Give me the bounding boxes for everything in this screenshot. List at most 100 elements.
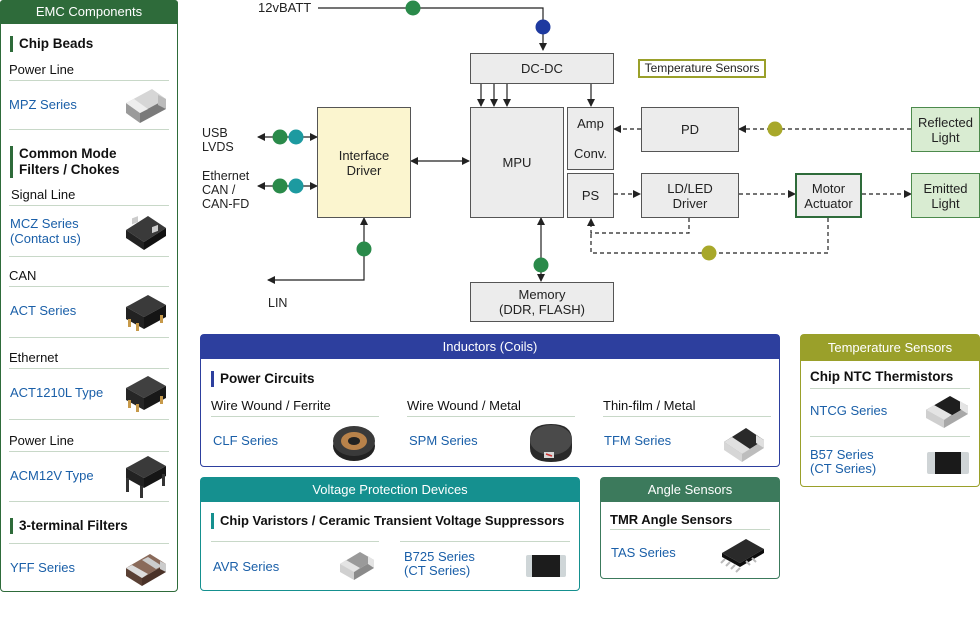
divider xyxy=(9,80,169,81)
divider xyxy=(9,419,169,420)
link-line[interactable]: B57 Series xyxy=(810,447,874,462)
divider xyxy=(9,256,169,257)
box-text: Light xyxy=(931,195,960,211)
box-text: Driver xyxy=(346,162,382,178)
divider xyxy=(9,286,169,287)
divider xyxy=(603,416,771,417)
box-dc-dc: DC-DC xyxy=(470,53,614,84)
section-chip-beads: Chip Beads xyxy=(10,36,93,52)
link-line[interactable]: B725 Series xyxy=(404,549,475,564)
divider xyxy=(9,543,169,544)
sensor-dot xyxy=(767,121,783,137)
filter-dot xyxy=(533,257,549,273)
link-clf-series[interactable]: CLF Series xyxy=(213,433,279,448)
divider xyxy=(400,541,570,542)
box-ld-led-driver: LD/LED Driver xyxy=(641,173,739,218)
link-line[interactable]: MCZ Series xyxy=(10,216,79,231)
link-b725-series[interactable]: B725 Series (CT Series) xyxy=(404,550,475,578)
label-12vbatt: 12vBATT xyxy=(258,0,312,15)
link-avr-series[interactable]: AVR Series xyxy=(213,559,280,574)
thin-film-inductor-icon xyxy=(724,428,764,462)
label-can-fd: CAN-FD xyxy=(202,197,250,211)
link-yff-series[interactable]: YFF Series xyxy=(10,560,76,575)
divider xyxy=(810,436,970,437)
section-chip-varistors: Chip Varistors / Ceramic Transient Volta… xyxy=(211,513,564,529)
divider xyxy=(810,388,970,389)
link-acm12v-type[interactable]: ACM12V Type xyxy=(10,468,94,483)
box-interface-driver: Interface Driver xyxy=(317,107,411,218)
common-mode-choke-icon xyxy=(126,456,166,498)
link-spm-series[interactable]: SPM Series xyxy=(409,433,478,448)
ntc-thermistor-icon xyxy=(927,452,969,474)
voltage-protection-panel: Voltage Protection Devices xyxy=(200,477,580,591)
filter-dot xyxy=(272,178,288,194)
three-terminal-filter-icon xyxy=(126,554,166,586)
link-tas-series[interactable]: TAS Series xyxy=(611,545,676,560)
link-act-series[interactable]: ACT Series xyxy=(10,303,77,318)
box-text: Reflected xyxy=(918,114,973,130)
link-line[interactable]: (Contact us) xyxy=(10,231,81,246)
divider xyxy=(407,416,575,417)
wire-wound-inductor-icon xyxy=(333,426,375,461)
link-line[interactable]: (CT Series) xyxy=(810,461,877,476)
divider xyxy=(9,205,169,206)
section-chip-ntc-thermistors: Chip NTC Thermistors xyxy=(810,369,954,384)
filter-dot xyxy=(272,129,288,145)
label-power-line: Power Line xyxy=(9,433,75,448)
ntc-thermistor-icon xyxy=(926,396,968,428)
box-text: Driver xyxy=(672,195,708,211)
filter-dot xyxy=(288,129,304,145)
legend-temperature-sensors: Temperature Sensors xyxy=(638,59,766,78)
divider xyxy=(211,541,379,542)
common-mode-choke-icon xyxy=(126,376,166,412)
column-header: Wire Wound / Metal xyxy=(407,398,521,413)
box-reflected-light: Reflected Light xyxy=(911,107,980,152)
filter-dot xyxy=(288,178,304,194)
box-text: Memory xyxy=(518,287,566,302)
box-ps: PS xyxy=(567,173,614,218)
label-lin: LIN xyxy=(268,296,288,310)
link-mcz-series[interactable]: MCZ Series (Contact us) xyxy=(10,216,81,246)
label-lvds: LVDS xyxy=(202,140,234,154)
divider xyxy=(9,451,169,452)
box-amp-conv: Amp Conv. xyxy=(567,107,614,170)
link-b57-series[interactable]: B57 Series (CT Series) xyxy=(810,448,876,476)
box-text: Interface xyxy=(338,147,390,163)
angle-panel-title: Angle Sensors xyxy=(601,478,779,502)
common-mode-filter-icon xyxy=(126,216,166,250)
link-tfm-series[interactable]: TFM Series xyxy=(604,433,672,448)
link-mpz-series[interactable]: MPZ Series xyxy=(9,97,77,112)
inductors-panel-title: Inductors (Coils) xyxy=(201,335,779,359)
label-ethernet: Ethernet xyxy=(9,350,59,365)
column-header: Thin-film / Metal xyxy=(603,398,696,413)
divider xyxy=(9,337,169,338)
common-mode-choke-icon xyxy=(126,295,166,331)
label-usb: USB xyxy=(202,126,228,140)
label-ethernet: Ethernet xyxy=(202,169,250,183)
filter-dot xyxy=(356,241,372,257)
label-signal-line: Signal Line xyxy=(11,187,76,202)
box-emitted-light: Emitted Light xyxy=(911,173,980,218)
box-text: Conv. xyxy=(574,146,607,162)
box-memory: Memory (DDR, FLASH) xyxy=(470,282,614,322)
link-act1210l-type[interactable]: ACT1210L Type xyxy=(10,385,104,400)
filter-dot xyxy=(535,19,551,35)
chip-varistor-icon xyxy=(340,552,374,580)
filter-dot xyxy=(405,0,421,16)
label-power-line: Power Line xyxy=(9,62,75,77)
link-ntcg-series[interactable]: NTCG Series xyxy=(810,403,888,418)
box-text: (DDR, FLASH) xyxy=(499,302,585,317)
box-mpu: MPU xyxy=(470,107,564,218)
divider xyxy=(211,416,379,417)
emc-panel-title: EMC Components xyxy=(0,0,178,24)
section-title-line: Filters / Chokes xyxy=(19,162,120,177)
section-power-circuits: Power Circuits xyxy=(211,371,315,387)
divider xyxy=(9,368,169,369)
link-line[interactable]: (CT Series) xyxy=(404,563,471,578)
sensor-dot xyxy=(701,245,717,261)
box-text: Amp xyxy=(577,115,604,131)
voltage-panel-title: Voltage Protection Devices xyxy=(201,478,579,502)
box-pd: PD xyxy=(641,107,739,152)
box-motor-actuator: Motor Actuator xyxy=(795,173,862,218)
